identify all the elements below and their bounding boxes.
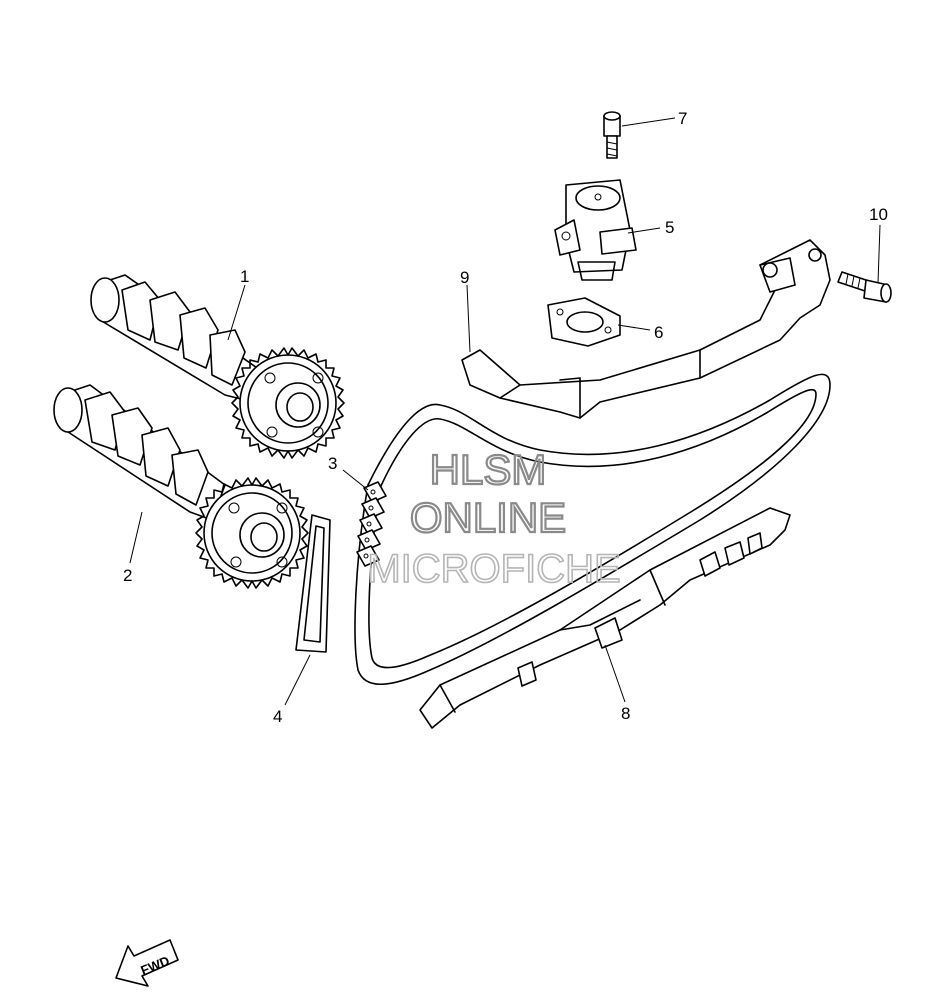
watermark: HLSM ONLINE MICROFICHE [367, 445, 622, 592]
chain-guide-strip-part-4 [295, 514, 331, 653]
cam-sprocket-1 [231, 347, 345, 459]
callout-7: 7 [678, 109, 687, 128]
leader-lines [129, 117, 881, 706]
cam-sprocket-2 [195, 477, 309, 589]
camshaft-part-2 [53, 384, 309, 589]
callout-5: 5 [665, 218, 674, 237]
watermark-line-1: HLSM [430, 446, 547, 493]
chain-link-detail [356, 481, 387, 567]
watermark-line-2: ONLINE [410, 494, 566, 541]
cam-chain-part-3 [354, 373, 831, 686]
bolt-part-10 [837, 271, 892, 303]
tensioner-guide-part-9 [461, 239, 831, 419]
callout-1: 1 [240, 267, 249, 286]
chain-tensioner-part-5 [554, 179, 637, 281]
callout-6: 6 [654, 323, 663, 342]
callout-2: 2 [123, 566, 132, 585]
callout-labels: 1 2 3 4 5 6 7 8 9 10 [123, 109, 888, 726]
bolt-part-7 [603, 111, 621, 159]
gasket-part-6 [547, 297, 621, 347]
callout-10: 10 [869, 205, 888, 224]
watermark-line-3: MICROFICHE [367, 547, 620, 591]
chain-guide-part-8 [419, 507, 791, 729]
callout-9: 9 [460, 268, 469, 287]
callout-8: 8 [621, 704, 630, 723]
fwd-arrow-icon: FWD [115, 939, 179, 987]
callout-3: 3 [328, 454, 337, 473]
callout-4: 4 [273, 707, 282, 726]
camshaft-part-1 [90, 274, 345, 459]
